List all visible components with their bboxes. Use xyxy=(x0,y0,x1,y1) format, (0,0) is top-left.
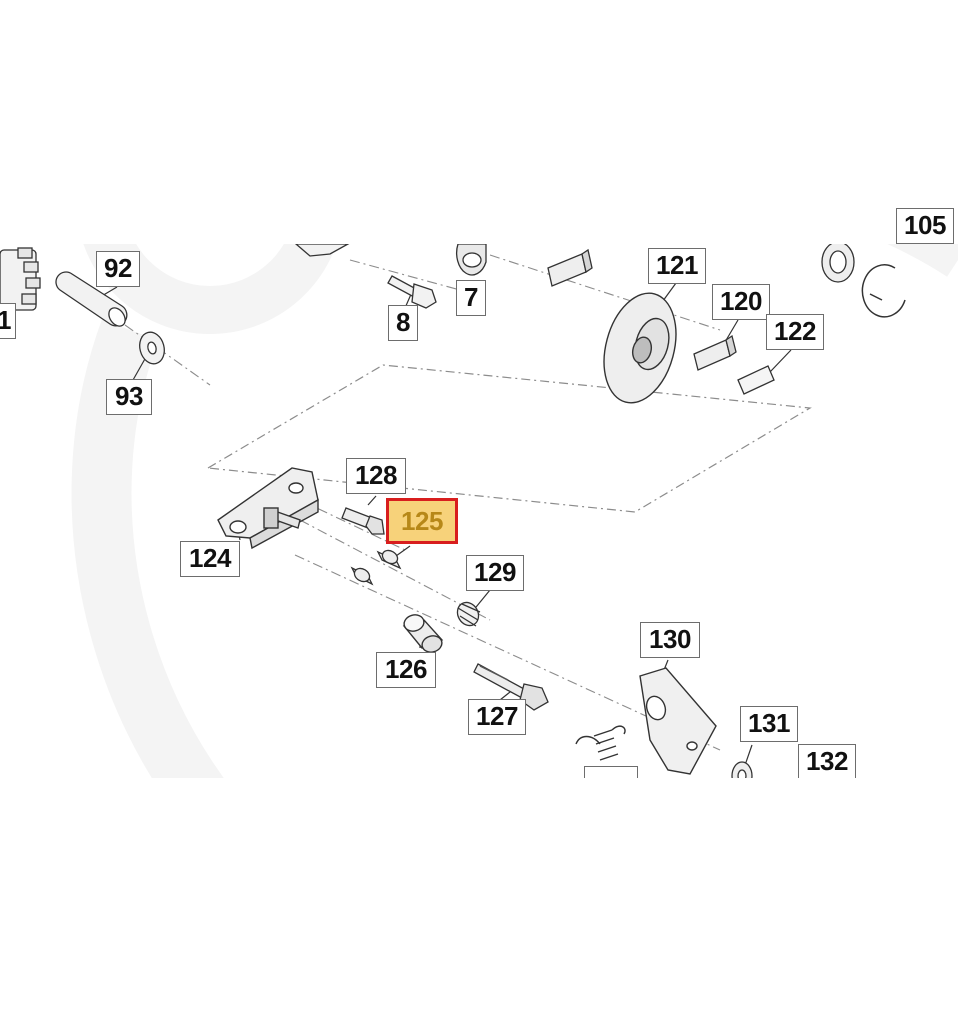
plate-122 xyxy=(737,365,775,395)
plate-130 xyxy=(639,667,717,775)
bracket-top xyxy=(294,243,351,257)
spring-129 xyxy=(456,601,481,627)
callout-122[interactable]: 122 xyxy=(766,314,824,350)
callout-131[interactable]: 131 xyxy=(740,706,798,742)
bearing xyxy=(821,241,855,283)
assembly-outline xyxy=(206,364,812,513)
callout-125-highlighted[interactable]: 125 xyxy=(386,498,458,544)
callout-124[interactable]: 124 xyxy=(180,541,240,577)
bolt-128 xyxy=(341,507,385,535)
bracket-124 xyxy=(217,467,319,550)
key-block xyxy=(547,248,593,287)
bushing-126 xyxy=(402,614,444,653)
bolt-8 xyxy=(387,275,437,309)
callout-8[interactable]: 8 xyxy=(388,305,418,341)
callout-93[interactable]: 93 xyxy=(106,379,152,415)
pin-92 xyxy=(55,271,128,327)
callout-120[interactable]: 120 xyxy=(712,284,770,320)
gear-part xyxy=(0,247,41,311)
pulley-121 xyxy=(603,292,677,404)
callout-7[interactable]: 7 xyxy=(456,280,486,316)
callout-92[interactable]: 92 xyxy=(96,251,140,287)
callout-105[interactable]: 105 xyxy=(896,208,954,244)
callout-126[interactable]: 126 xyxy=(376,652,436,688)
top-crop-mask xyxy=(0,0,958,244)
key-120 xyxy=(693,334,737,371)
callout-128[interactable]: 128 xyxy=(346,458,406,494)
callout-127[interactable]: 127 xyxy=(468,699,526,735)
callout-121[interactable]: 121 xyxy=(648,248,706,284)
callout-132[interactable]: 132 xyxy=(798,744,856,778)
ring-7 xyxy=(456,243,487,276)
washer-93 xyxy=(139,331,165,365)
spring-bottom xyxy=(575,725,626,761)
pin-125 xyxy=(350,549,402,586)
callout-130[interactable]: 130 xyxy=(640,622,700,658)
callout-129[interactable]: 129 xyxy=(466,555,524,591)
callout-1[interactable]: 1 xyxy=(0,303,16,339)
circlip xyxy=(861,264,906,318)
partial-callout-frame xyxy=(584,766,638,778)
bolt-127 xyxy=(473,663,549,711)
